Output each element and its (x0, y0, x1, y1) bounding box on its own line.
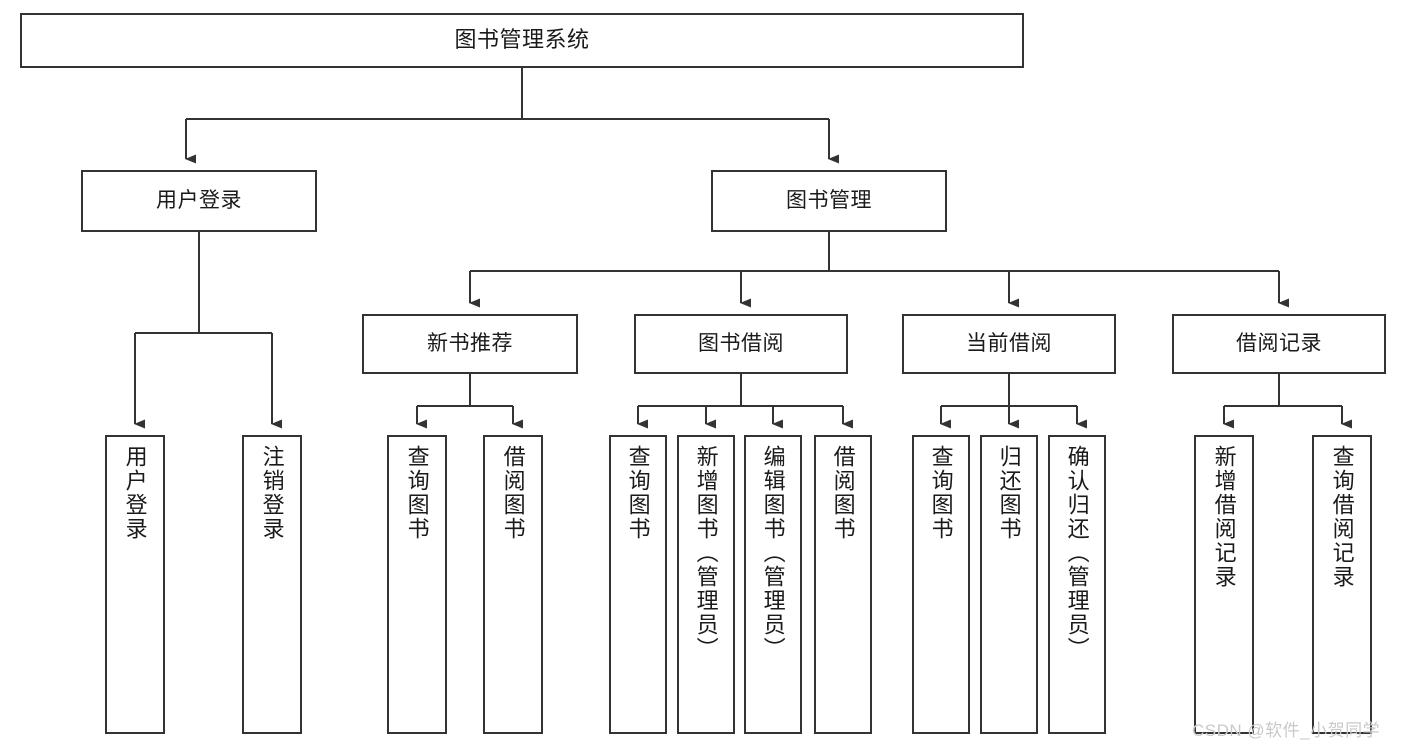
node-label: 注销登录 (259, 445, 285, 541)
node-book-management[interactable]: 图书管理 (711, 170, 947, 232)
node-label: 图书管理系统 (454, 27, 590, 53)
node-leaf-return-book[interactable]: 归还图书 (980, 435, 1038, 734)
node-leaf-borrow-book-2[interactable]: 借阅图书 (814, 435, 872, 734)
node-label: 图书管理 (786, 189, 872, 213)
node-user-login[interactable]: 用户登录 (81, 170, 317, 232)
node-label: 当前借阅 (966, 332, 1052, 356)
node-root-system[interactable]: 图书管理系统 (20, 13, 1024, 68)
node-leaf-confirm-return[interactable]: 确认归还（管理员） (1048, 435, 1106, 734)
node-leaf-logout[interactable]: 注销登录 (242, 435, 302, 734)
node-label: 新书推荐 (427, 332, 513, 356)
node-leaf-user-login[interactable]: 用户登录 (105, 435, 165, 734)
node-label: 归还图书 (996, 445, 1022, 541)
node-label: 确认归还（管理员） (1064, 445, 1090, 661)
node-label: 查询借阅记录 (1329, 445, 1355, 589)
node-label: 新增借阅记录 (1211, 445, 1237, 589)
node-label: 图书借阅 (698, 332, 784, 356)
csdn-watermark: CSDN @软件_小贺同学 (1192, 721, 1381, 740)
node-book-borrow[interactable]: 图书借阅 (634, 314, 848, 374)
node-label: 用户登录 (156, 189, 242, 213)
node-leaf-query-book-3[interactable]: 查询图书 (912, 435, 970, 734)
node-leaf-query-book-2[interactable]: 查询图书 (609, 435, 667, 734)
node-label: 借阅图书 (500, 445, 526, 541)
node-label: 查询图书 (404, 445, 430, 541)
node-label: 查询图书 (928, 445, 954, 541)
node-borrow-record[interactable]: 借阅记录 (1172, 314, 1386, 374)
node-leaf-query-book-1[interactable]: 查询图书 (387, 435, 447, 734)
node-leaf-edit-book[interactable]: 编辑图书（管理员） (744, 435, 802, 734)
node-label: 新增图书（管理员） (693, 445, 719, 661)
node-label: 编辑图书（管理员） (760, 445, 786, 661)
node-current-borrow[interactable]: 当前借阅 (902, 314, 1116, 374)
node-label: 查询图书 (625, 445, 651, 541)
node-leaf-add-book[interactable]: 新增图书（管理员） (677, 435, 735, 734)
node-label: 借阅记录 (1236, 332, 1322, 356)
node-new-book-recommend[interactable]: 新书推荐 (362, 314, 578, 374)
node-leaf-borrow-book-1[interactable]: 借阅图书 (483, 435, 543, 734)
node-label: 用户登录 (122, 445, 148, 541)
node-label: 借阅图书 (830, 445, 856, 541)
node-leaf-add-borrow-record[interactable]: 新增借阅记录 (1194, 435, 1254, 734)
node-leaf-query-borrow-record[interactable]: 查询借阅记录 (1312, 435, 1372, 734)
